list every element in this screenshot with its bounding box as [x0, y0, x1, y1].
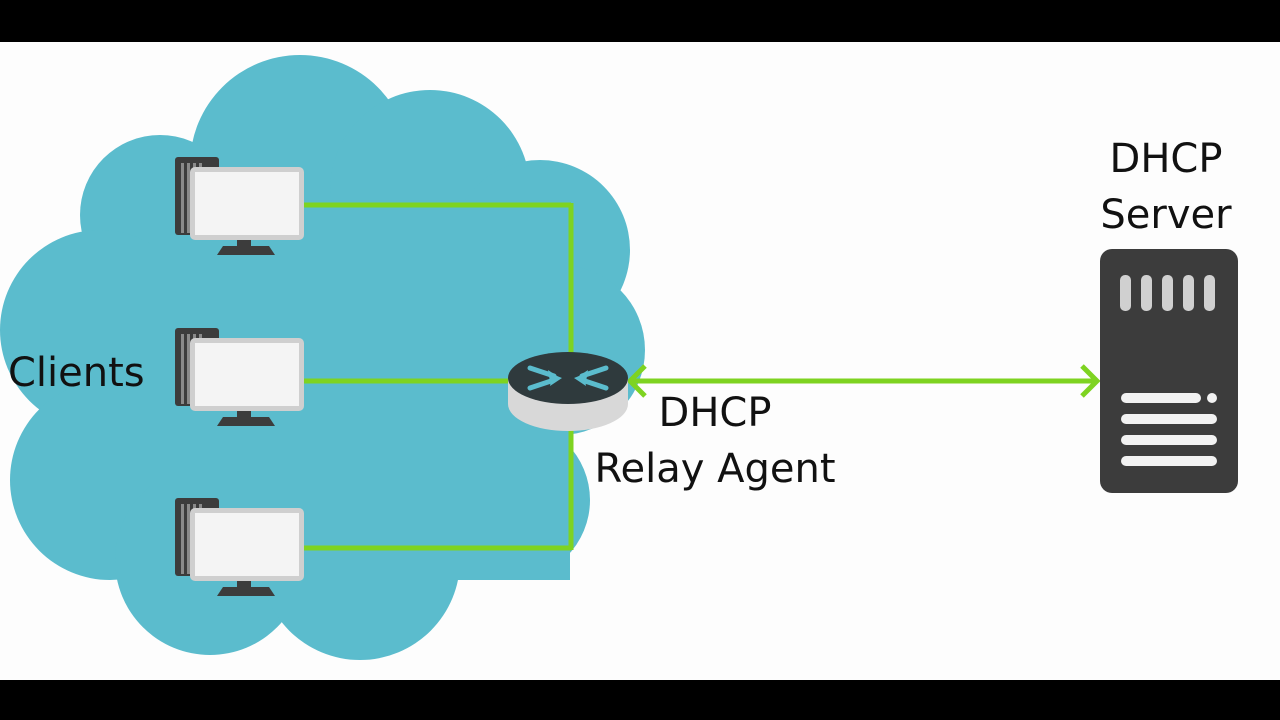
- relay-label-line2: Relay Agent: [594, 446, 835, 492]
- router-icon: [508, 352, 628, 431]
- arrowhead-right: [1080, 364, 1101, 398]
- server-icon: [1100, 249, 1238, 493]
- arrowhead-left: [626, 364, 647, 398]
- server-label-line1: DHCP: [1110, 136, 1223, 182]
- clients-label: Clients: [8, 350, 145, 396]
- server-label-line2: Server: [1100, 192, 1232, 238]
- relay-label-line1: DHCP: [659, 390, 772, 436]
